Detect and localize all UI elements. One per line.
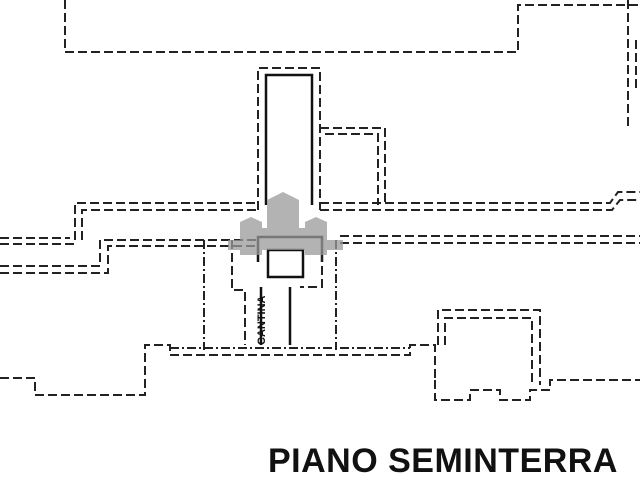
cantina-right: [300, 240, 323, 288]
wall-lower-left: [0, 239, 258, 267]
plan-title: PIANO SEMINTERRA: [268, 442, 618, 480]
corridor-inner: [264, 73, 314, 205]
wall-lower-left2: [0, 245, 258, 274]
room-right: [320, 127, 386, 205]
cantina-left: [231, 240, 246, 345]
room-small-inner: [444, 317, 533, 385]
corridor-outer: [257, 67, 321, 210]
room-right-inner: [325, 133, 379, 205]
room-label-cantina: CANTINA: [256, 295, 268, 346]
wall-top: [64, 0, 640, 53]
wall-mid-right: [320, 191, 640, 204]
wall-mid-right2: [320, 199, 640, 211]
room-small: [437, 309, 541, 385]
room-small-bottom: [434, 379, 640, 401]
house-logo-icon: [228, 192, 343, 255]
wall-mid-left: [74, 202, 258, 240]
wall-mid-left2: [81, 209, 258, 240]
cantina-inner: [266, 248, 305, 279]
cantina-walls: [259, 287, 292, 345]
wall-bottom-left: [0, 344, 436, 396]
